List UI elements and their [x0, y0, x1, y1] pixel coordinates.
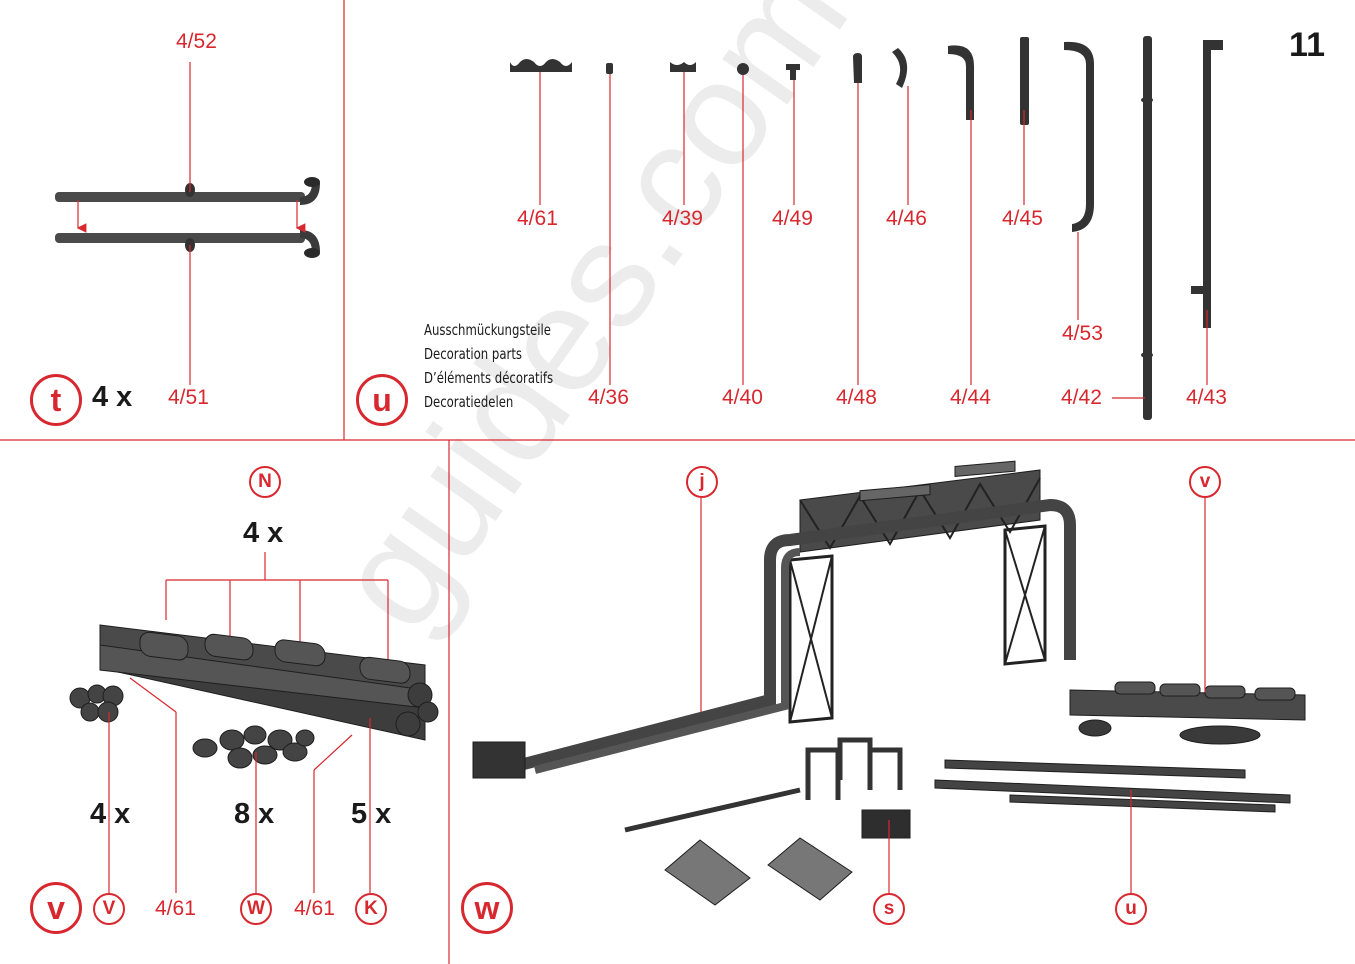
badge-s: s [873, 893, 905, 925]
part-label-4-44: 4/44 [950, 387, 991, 408]
decoration-parts-caption: Ausschmückungsteile Decoration parts D’é… [424, 318, 553, 414]
section-v-top-quantity: 4 x [243, 519, 283, 548]
quantity-v-parts: 4 x [90, 800, 130, 829]
part-label-4-61: 4/61 [517, 208, 558, 229]
badge-w-small: W [240, 893, 272, 925]
caption-en: Decoration parts [424, 342, 553, 366]
part-label-4-46: 4/46 [886, 208, 927, 229]
section-u-leader-lines [540, 72, 1207, 398]
section-u-parts [510, 36, 1223, 420]
section-t-parts [55, 62, 320, 385]
part-label-4-53: 4/53 [1062, 323, 1103, 344]
part-label-4-42: 4/42 [1061, 387, 1102, 408]
badge-j: j [686, 466, 718, 498]
part-label-4-40: 4/40 [722, 387, 763, 408]
section-v-parts [70, 552, 438, 893]
part-label-4-45: 4/45 [1002, 208, 1043, 229]
part-label-4-48: 4/48 [836, 387, 877, 408]
quantity-k-parts: 5 x [351, 800, 391, 829]
part-label-4-61-right: 4/61 [294, 898, 335, 919]
caption-fr: D’éléments décoratifs [424, 366, 553, 390]
part-label-4-43: 4/43 [1186, 387, 1227, 408]
badge-v-small: V [93, 893, 125, 925]
caption-de: Ausschmückungsteile [424, 318, 553, 342]
part-label-4-49: 4/49 [772, 208, 813, 229]
part-label-4-39: 4/39 [662, 208, 703, 229]
part-label-4-36: 4/36 [588, 387, 629, 408]
badge-v-assembly: v [1189, 466, 1221, 498]
part-label-4-61-left: 4/61 [155, 898, 196, 919]
section-t-quantity: 4 x [92, 383, 132, 412]
section-u-badge: u [356, 374, 408, 426]
section-t-badge: t [30, 374, 82, 426]
caption-nl: Decoratiedelen [424, 390, 553, 414]
part-label-4-51: 4/51 [168, 387, 209, 408]
badge-u-assembly: u [1115, 893, 1147, 925]
badge-k-small: K [355, 893, 387, 925]
section-w-badge: w [461, 882, 513, 934]
quantity-w-parts: 8 x [234, 800, 274, 829]
section-v-badge: v [30, 882, 82, 934]
badge-n: N [249, 466, 281, 498]
part-label-4-52: 4/52 [176, 31, 217, 52]
